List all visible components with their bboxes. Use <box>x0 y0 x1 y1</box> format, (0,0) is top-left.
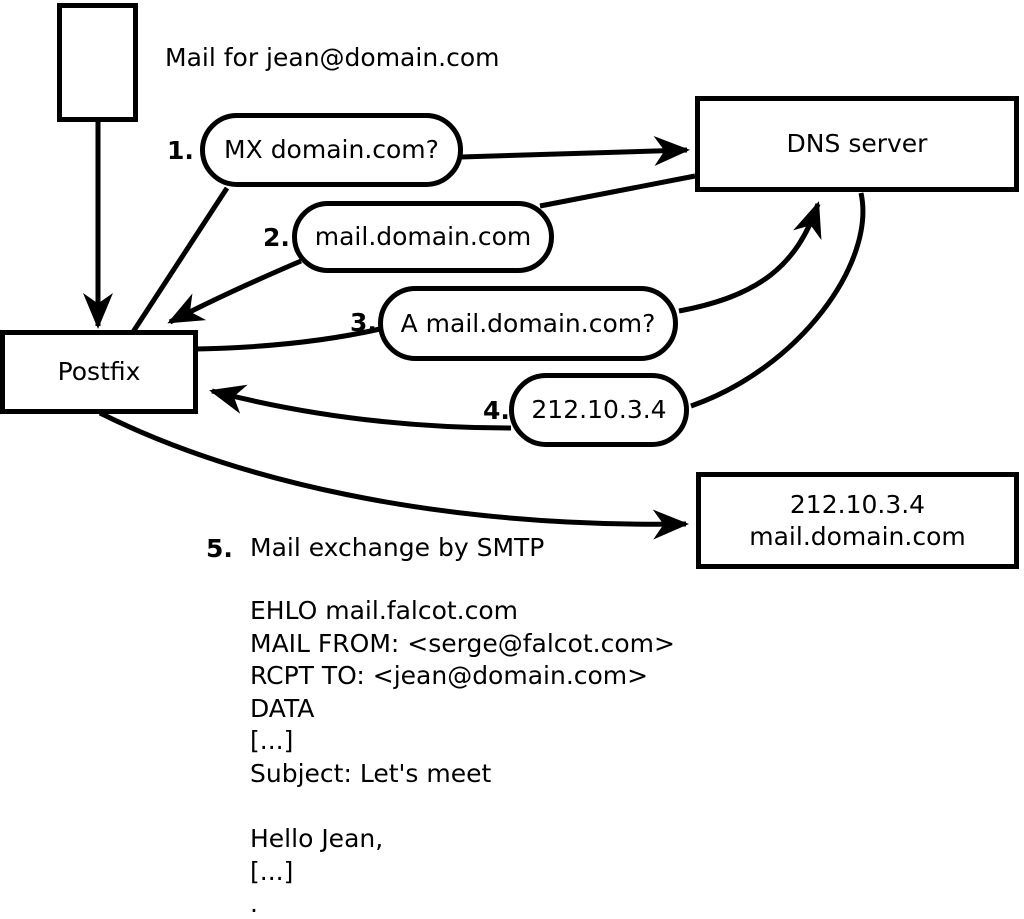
bubble-a-answer-label: 212.10.3.4 <box>531 395 667 424</box>
node-mail-server: 212.10.3.4 mail.domain.com <box>696 472 1019 569</box>
smtp-session-text: EHLO mail.falcot.com MAIL FROM: <serge@f… <box>250 595 675 919</box>
step-2-number: 2. <box>263 223 290 252</box>
smtp-line: RCPT TO: <jean@domain.com> <box>250 661 649 691</box>
smtp-line: . <box>250 889 258 919</box>
line-dns-to-mx-answer <box>539 173 696 209</box>
node-postfix: Postfix <box>0 330 198 414</box>
node-postfix-label: Postfix <box>57 357 141 386</box>
arrow-mx-answer-to-postfix <box>167 258 302 325</box>
mail-for-label: Mail for jean@domain.com <box>165 43 500 72</box>
bubble-mx-query: MX domain.com? <box>200 113 463 187</box>
bubble-a-query-label: A mail.domain.com? <box>400 308 656 338</box>
step-1-number: 1. <box>167 136 194 165</box>
step-4-number: 4. <box>483 396 510 425</box>
bubble-mx-answer-label: mail.domain.com <box>314 222 532 251</box>
node-mail-server-host: mail.domain.com <box>749 521 966 551</box>
smtp-line: [...] <box>250 726 294 756</box>
smtp-line: Hello Jean, <box>250 824 384 854</box>
line-postfix-to-a-query <box>195 326 381 352</box>
arrow-a-answer-to-postfix <box>209 384 512 431</box>
bubble-a-query: A mail.domain.com? <box>378 286 678 361</box>
step-5-number: 5. <box>206 534 233 563</box>
mail-envelope-icon <box>57 3 138 122</box>
smtp-line: MAIL FROM: <serge@falcot.com> <box>250 628 675 658</box>
node-mail-server-ip: 212.10.3.4 <box>789 489 926 519</box>
bubble-mx-answer: mail.domain.com <box>292 201 554 273</box>
smtp-line: Subject: Let's meet <box>250 758 492 788</box>
step-5-label: Mail exchange by SMTP <box>250 533 545 562</box>
smtp-line: EHLO mail.falcot.com <box>250 596 519 625</box>
arrow-a-query-to-dns <box>678 201 822 314</box>
arrow-smtp-exchange <box>98 410 689 540</box>
smtp-line <box>250 791 675 824</box>
node-dns-server: DNS server <box>695 96 1019 192</box>
arrow-mx-query-to-dns <box>460 136 690 167</box>
node-dns-server-label: DNS server <box>786 129 928 158</box>
smtp-line: DATA <box>250 693 315 723</box>
bubble-a-answer: 212.10.3.4 <box>509 373 689 447</box>
line-dns-to-a-answer <box>690 192 866 409</box>
step-3-number: 3. <box>350 308 377 337</box>
smtp-line: [...] <box>250 856 294 886</box>
line-postfix-to-mx-query <box>130 186 230 334</box>
bubble-mx-query-label: MX domain.com? <box>224 135 439 164</box>
